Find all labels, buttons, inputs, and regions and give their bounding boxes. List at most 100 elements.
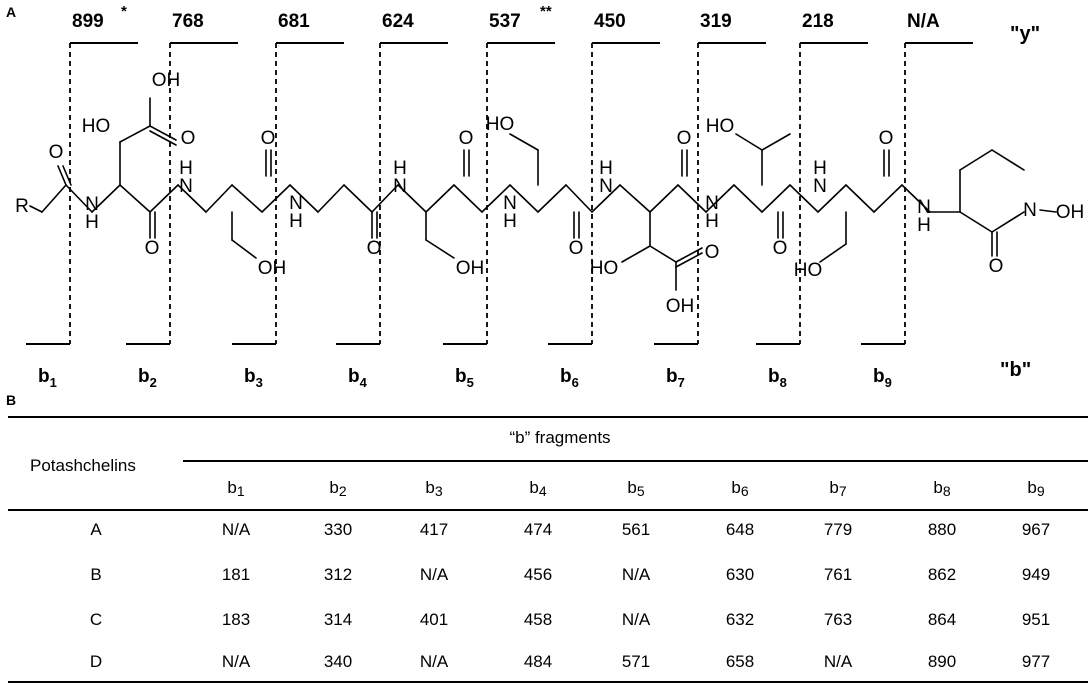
table-cell: 967 (1021, 520, 1051, 539)
nitrogen-label: N (599, 176, 613, 197)
table-cell: 864 (927, 610, 957, 629)
table-cell: N/A (419, 565, 449, 584)
y-value: 681 (278, 11, 310, 32)
significance-mark: ** (540, 3, 552, 20)
bond (289, 184, 319, 213)
table-cell: 561 (621, 520, 651, 539)
row-name: C (89, 610, 103, 629)
bond (425, 184, 455, 213)
table-cell: 761 (823, 565, 853, 584)
table-cell: 474 (523, 520, 553, 539)
hydrogen-label: H (599, 158, 613, 179)
y-row-label: "y" (1010, 23, 1040, 45)
bond (57, 165, 67, 186)
y-value: 218 (802, 11, 834, 32)
oxygen-label: O (705, 242, 720, 263)
r-group-label: R (15, 196, 29, 217)
bond (761, 184, 791, 213)
bond (29, 205, 43, 213)
carbonyl-oxygen: O (773, 238, 788, 259)
significance-mark: * (121, 3, 127, 20)
bond (397, 184, 427, 213)
group-header-rule (183, 460, 1088, 462)
carbonyl-oxygen: O (261, 128, 276, 149)
table-cell: 658 (725, 652, 755, 671)
bond (991, 211, 1025, 233)
table-cell: 312 (323, 565, 353, 584)
bond (425, 239, 455, 259)
bond (901, 184, 931, 213)
hydrogen-label: H (289, 211, 303, 232)
peptide-structure: 899b1768b2681b3624b4537b5450b6319b7218b8… (15, 3, 1084, 390)
column-header: b8 (933, 478, 951, 499)
table-cell: 571 (621, 652, 651, 671)
bond (509, 184, 539, 213)
hydroxyl-label: HO (706, 116, 735, 137)
bond (649, 245, 677, 263)
table-cell: 183 (221, 610, 251, 629)
hydrogen-label: H (85, 212, 99, 233)
column-header: b4 (529, 478, 547, 499)
bond (621, 245, 651, 263)
table-cell: 181 (221, 565, 251, 584)
row-name: A (90, 520, 102, 539)
panel-a-label: A (6, 4, 17, 20)
hydrogen-label: H (503, 211, 517, 232)
table-cell: 763 (823, 610, 853, 629)
hydrogen-label: H (705, 211, 719, 232)
y-value: 450 (594, 11, 626, 32)
row-header: Potashchelins (30, 456, 136, 475)
nitrogen-label: N (179, 176, 193, 197)
table-cell: N/A (621, 610, 651, 629)
bond (591, 184, 621, 213)
bond (959, 149, 993, 171)
hydrogen-label: H (917, 215, 931, 236)
nitrogen-label: N (503, 193, 517, 214)
bond (959, 211, 993, 233)
bond (677, 184, 707, 213)
oxygen-label: O (181, 128, 196, 149)
table-cell: 458 (523, 610, 553, 629)
carbonyl-oxygen: O (569, 238, 584, 259)
hydroxyl-label: OH (666, 296, 695, 317)
carbonyl-oxygen: O (459, 128, 474, 149)
panel-b-label: B (6, 392, 17, 408)
hydrogen-label: H (179, 158, 193, 179)
hydroxyl-label: HO (82, 116, 111, 137)
bond (371, 184, 399, 213)
hydrogen-label: H (813, 158, 827, 179)
table-cell: 417 (419, 520, 449, 539)
hydroxyl-label: OH (456, 258, 485, 279)
bond (705, 184, 735, 213)
table-cell: 484 (523, 652, 553, 671)
ring-nitrogen-label: N (1023, 200, 1037, 221)
row-name: D (89, 652, 103, 671)
oxygen-label: O (49, 142, 64, 163)
bond (817, 184, 847, 213)
bond (735, 133, 763, 151)
table-top-rule (8, 416, 1088, 418)
bond (231, 184, 263, 213)
column-header: b9 (1027, 478, 1045, 499)
bond (873, 184, 903, 213)
hydroxyl-label: OH (152, 70, 181, 91)
hydroxyl-label: OH (258, 258, 287, 279)
bond (317, 184, 345, 213)
table-cell: 340 (323, 652, 353, 671)
bond (119, 125, 151, 143)
bond (819, 243, 847, 263)
bond (231, 239, 257, 259)
bond (41, 184, 67, 213)
y-value: 899 (72, 11, 104, 32)
nitrogen-label: N (705, 193, 719, 214)
bond (789, 184, 819, 213)
y-value: 537 (489, 11, 521, 32)
bond (453, 184, 483, 213)
column-header: b7 (829, 478, 847, 499)
group-header: “b” fragments (509, 428, 611, 447)
bond (261, 184, 291, 213)
table-cell: 630 (725, 565, 755, 584)
row-name: B (90, 565, 102, 584)
